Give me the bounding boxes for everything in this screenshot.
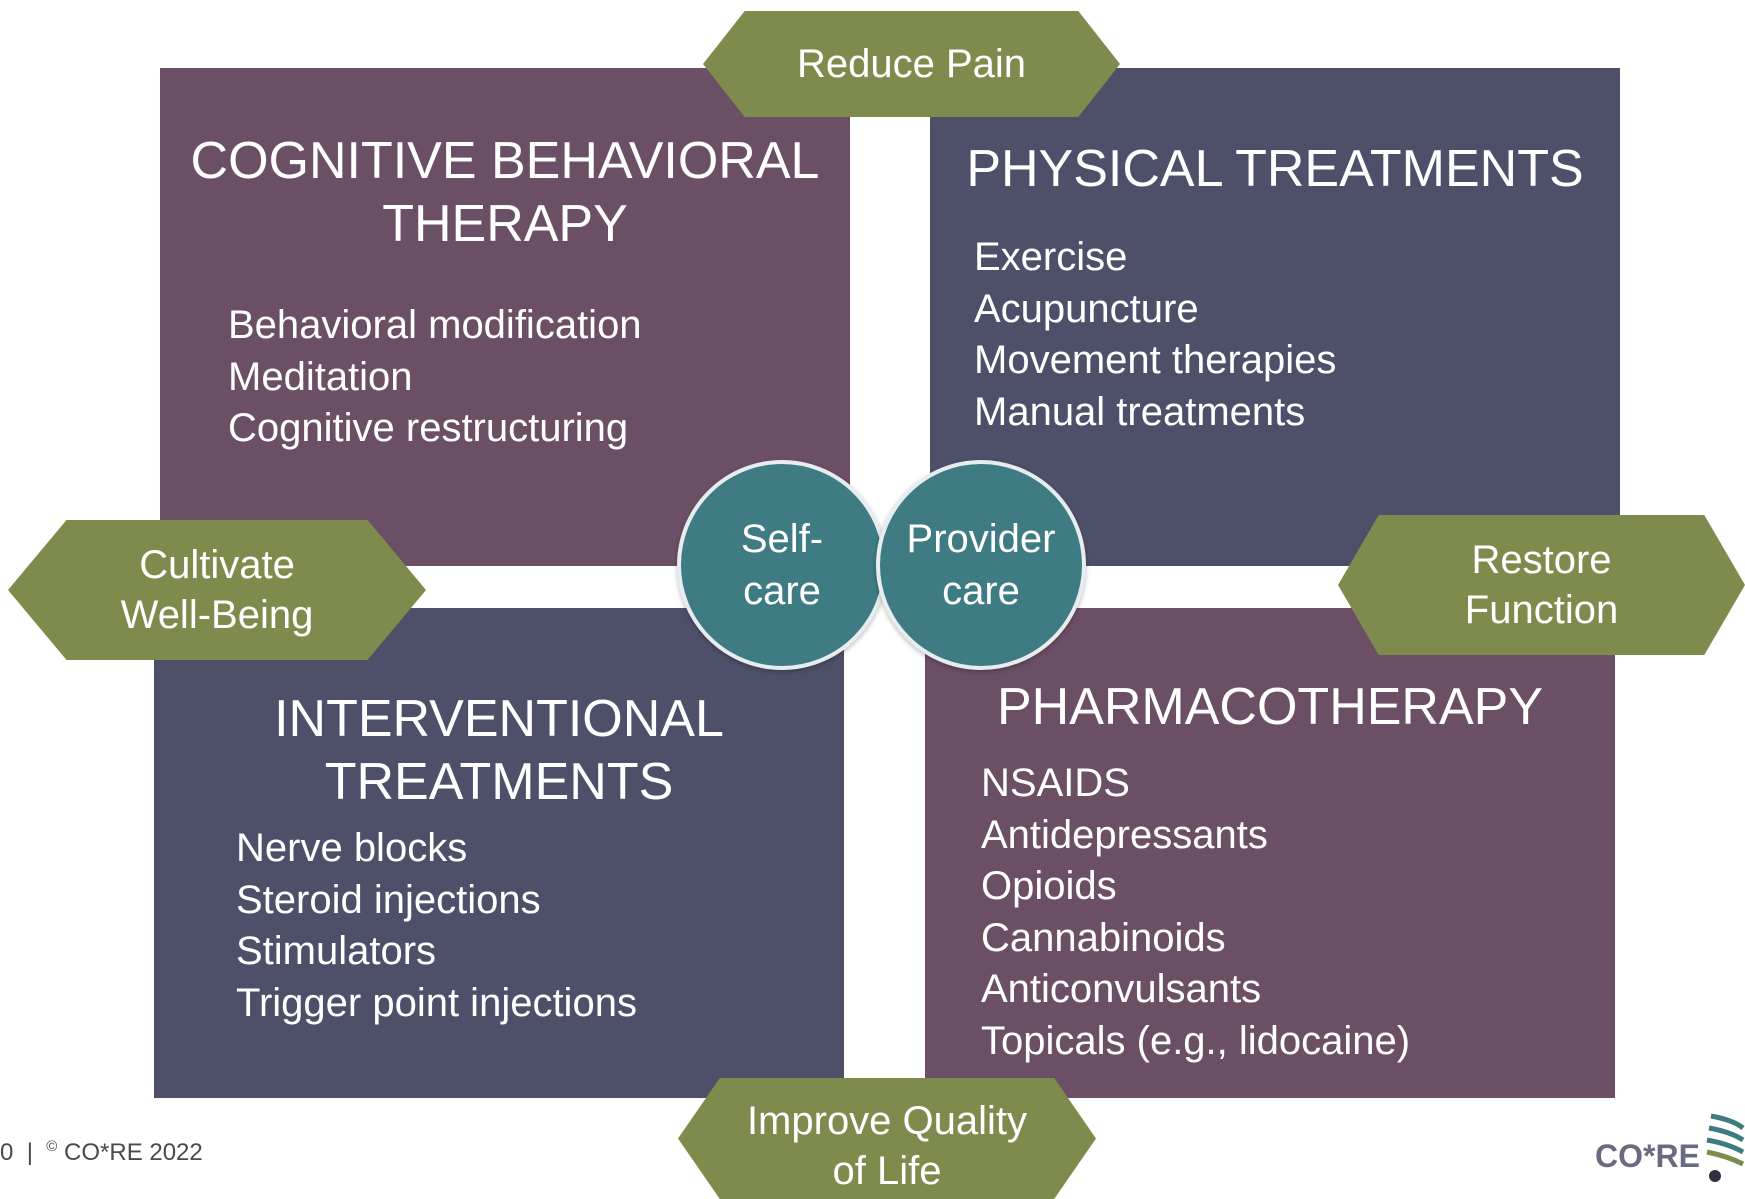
footer-separator: | [26, 1139, 33, 1166]
treatment-list: Nerve blocks Steroid injections Stimulat… [236, 823, 637, 1029]
list-item: Stimulators [236, 929, 437, 973]
logo-swoosh-icon [1706, 1113, 1745, 1182]
quadrant-interventional-treatments: INTERVENTIONAL TREATMENTS Nerve blocks S… [154, 608, 844, 1098]
list-item: Antidepressants [981, 812, 1268, 857]
logo-wordmark: CO*RE [1595, 1138, 1700, 1174]
quadrant-title: PHARMACOTHERAPY [996, 678, 1544, 736]
provider-care-circle: Provider care [876, 460, 1086, 670]
copyright-text: CO*RE 2022 [64, 1139, 203, 1166]
list-item: Topicals (e.g., lidocaine) [981, 1018, 1411, 1063]
copyright-symbol: © [46, 1138, 58, 1155]
slide-footer: 0 | © CO*RE 2022 [0, 1138, 203, 1167]
treatment-list: Behavioral modification Meditation Cogni… [228, 300, 642, 455]
list-item: Nerve blocks [236, 826, 468, 870]
goal-hexagon-cultivate-well-being: Cultivate Well-Being [8, 520, 426, 660]
core-logo: CO*RE [1595, 1110, 1745, 1190]
quadrant-title: COGNITIVE BEHAVIORAL THERAPY [190, 132, 820, 253]
list-item: NSAIDS [981, 761, 1130, 805]
goal-hexagon-reduce-pain: Reduce Pain [703, 11, 1120, 117]
quadrant-pharmacotherapy: PHARMACOTHERAPY NSAIDS Antidepressants O… [925, 608, 1615, 1098]
list-item: Cannabinoids [981, 915, 1226, 960]
list-item: Trigger point injections [236, 980, 637, 1025]
page-number: 0 [0, 1139, 14, 1166]
self-care-circle: Self- care [677, 460, 887, 670]
list-item: Behavioral modification [228, 303, 642, 347]
list-item: Exercise [974, 235, 1128, 279]
list-item: Meditation [228, 354, 413, 399]
quadrant-title: PHYSICAL TREATMENTS [966, 140, 1584, 198]
goal-hexagon-improve-quality-of-life: Improve Quality of Life [678, 1078, 1096, 1199]
list-item: Cognitive restructuring [228, 406, 629, 450]
list-item: Opioids [981, 864, 1117, 908]
list-item: Acupuncture [974, 286, 1199, 331]
quadrant-title: INTERVENTIONAL TREATMENTS [274, 690, 724, 811]
treatment-list: NSAIDS Antidepressants Opioids Cannabino… [981, 758, 1410, 1067]
list-item: Steroid injections [236, 877, 541, 922]
list-item: Manual treatments [974, 389, 1306, 434]
treatment-list: Exercise Acupuncture Movement therapies … [974, 232, 1336, 438]
list-item: Movement therapies [974, 338, 1337, 382]
goal-hexagon-restore-function: Restore Function [1338, 515, 1745, 655]
list-item: Anticonvulsants [981, 967, 1262, 1011]
quadrant-cognitive-behavioral-therapy: COGNITIVE BEHAVIORAL THERAPY Behavioral … [160, 68, 850, 566]
